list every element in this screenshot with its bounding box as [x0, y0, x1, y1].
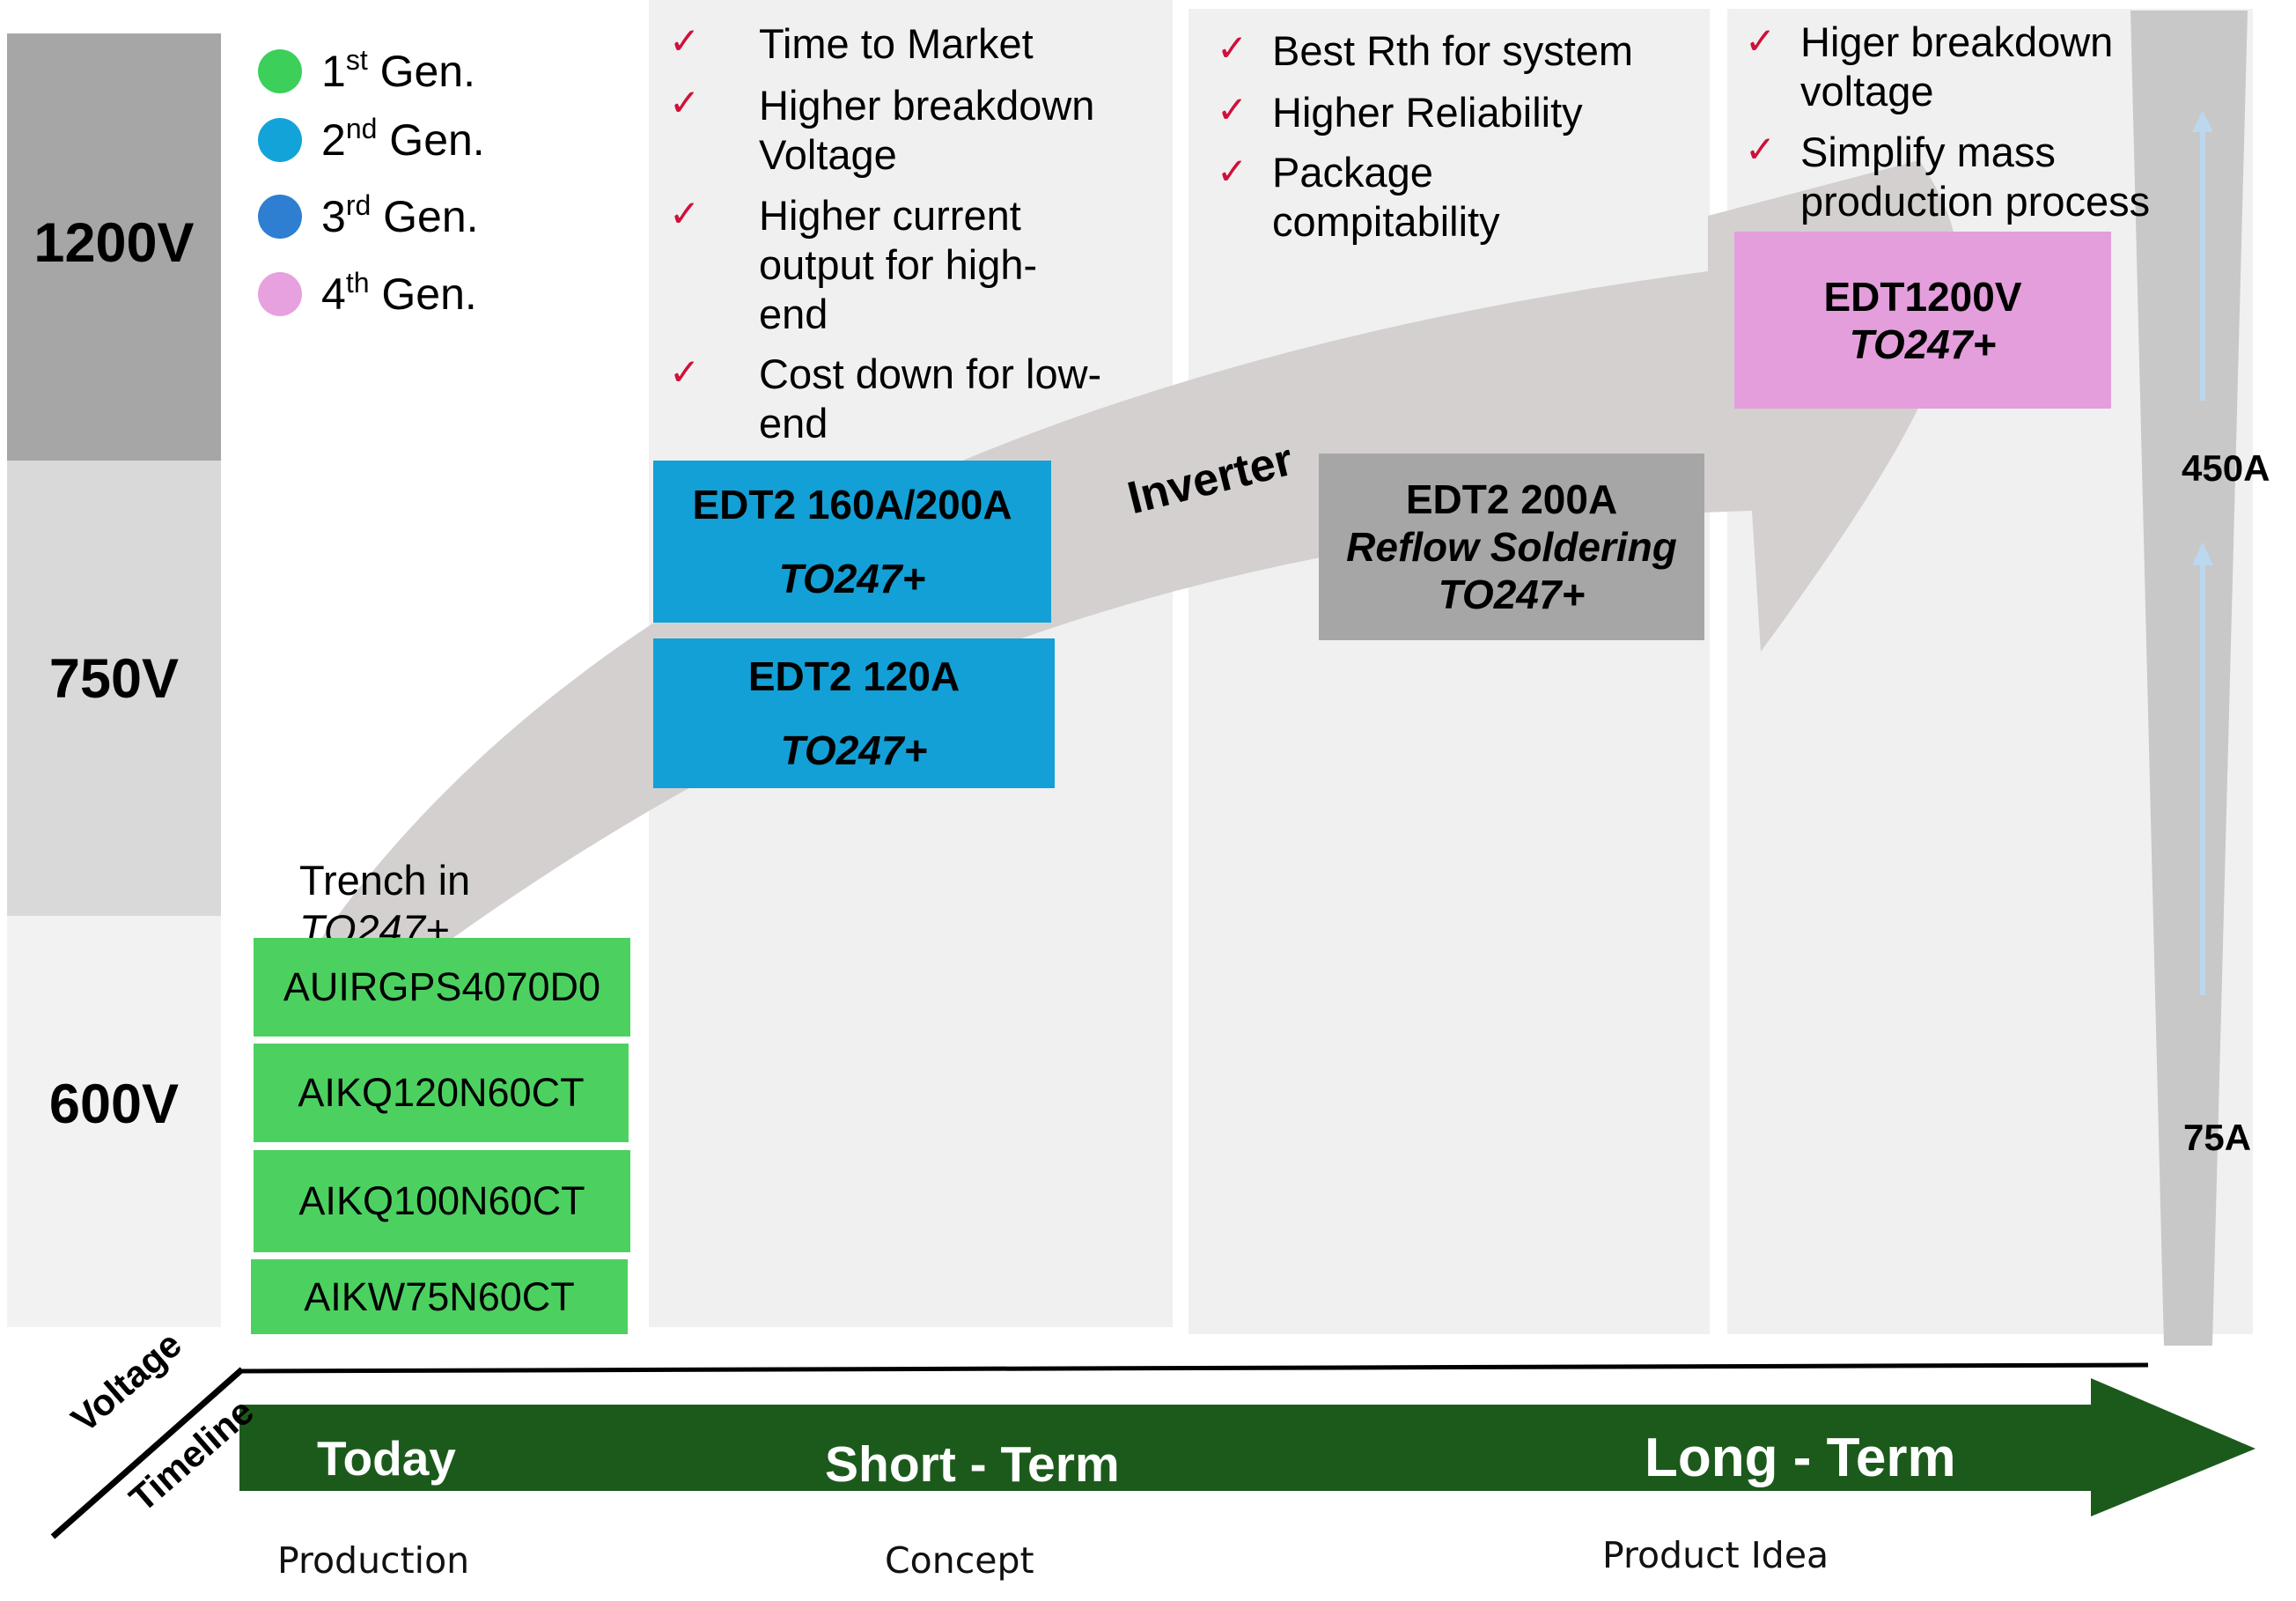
current-label-75a: 75A [2183, 1117, 2252, 1158]
benefit-time-to-market: Time to Market [759, 20, 1034, 67]
column-mid-term [1188, 9, 1710, 1334]
benefit-cost-down: Cost down for low-end [759, 350, 1102, 446]
check-icon: ✓ [1217, 151, 1248, 192]
product-auirgps4070d0: AUIRGPS4070D0 [254, 938, 630, 1037]
stage-production: Production [277, 1539, 470, 1582]
current-scale-bar [2130, 11, 2248, 1346]
product-box-edt2-160a-200a: EDT2 160A/200A TO247+ [653, 461, 1051, 623]
timeline-today: Today [317, 1431, 456, 1486]
legend-gen4: 4th Gen. [258, 267, 477, 320]
stage-product-idea: Product Idea [1602, 1534, 1829, 1576]
check-icon: ✓ [1217, 27, 1248, 69]
legend-dot-gen3 [258, 195, 302, 239]
check-icon: ✓ [1217, 89, 1248, 130]
product-aikw75n60ct: AIKW75N60CT [251, 1259, 628, 1334]
voltage-label-600v: 600V [48, 1073, 180, 1135]
legend-gen2: 2nd Gen. [258, 113, 485, 166]
legend-text-gen3: 3rd Gen. [321, 189, 479, 241]
check-icon: ✓ [1745, 20, 1777, 62]
voltage-label-750v: 750V [48, 648, 180, 710]
check-icon: ✓ [669, 20, 701, 62]
legend-text-gen1: 1st Gen. [321, 44, 475, 96]
legend-text-gen4: 4th Gen. [321, 267, 477, 319]
check-icon: ✓ [1745, 129, 1777, 170]
band-600v [7, 916, 221, 1327]
product-box-edt1200v: EDT1200V TO247+ [1734, 232, 2111, 409]
legend-gen3: 3rd Gen. [258, 189, 479, 242]
benefit-higher-reliability: Higher Reliability [1272, 89, 1583, 136]
product-box-edt2-120a: EDT2 120A TO247+ [653, 638, 1055, 788]
band-1200v [7, 33, 221, 461]
legend-dot-gen1 [258, 49, 302, 93]
check-icon: ✓ [669, 82, 701, 123]
timeline-long-term: Long - Term [1645, 1428, 1956, 1488]
timeline-short-term: Short - Term [825, 1436, 1120, 1493]
legend-text-gen2: 2nd Gen. [321, 113, 485, 165]
stage-concept: Concept [885, 1539, 1034, 1582]
check-icon: ✓ [669, 193, 701, 234]
band-750v [7, 461, 221, 916]
legend-gen1: 1st Gen. [258, 44, 475, 97]
current-label-450a: 450A [2182, 447, 2270, 489]
check-icon: ✓ [669, 351, 701, 393]
product-aikq100n60ct: AIKQ100N60CT [254, 1150, 630, 1252]
product-box-edt2-200a-reflow: EDT2 200A Reflow Soldering TO247+ [1319, 454, 1704, 640]
benefit-best-rth: Best Rth for system [1272, 27, 1634, 74]
product-aikq120n60ct: AIKQ120N60CT [254, 1044, 629, 1142]
legend-dot-gen2 [258, 118, 302, 162]
voltage-label-1200v: 1200V [33, 212, 195, 274]
legend-dot-gen4 [258, 272, 302, 316]
